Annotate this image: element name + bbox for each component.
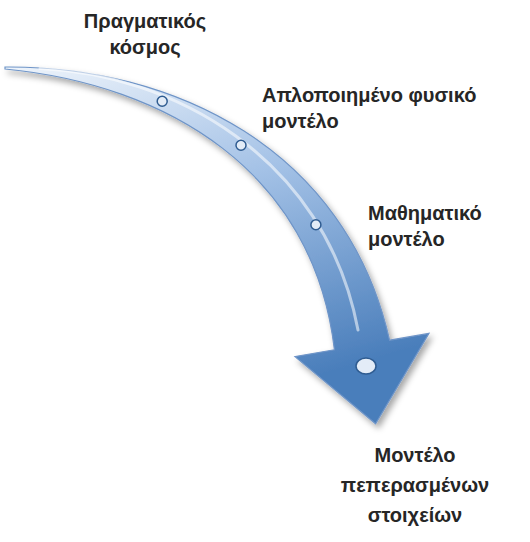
stage-label: Απλοποιημένο φυσικό μοντέλο bbox=[262, 82, 512, 134]
arrow-highlight bbox=[40, 69, 358, 331]
stage-label: Μαθηματικό μοντέλο bbox=[368, 200, 518, 252]
stage-label: Μοντέλο πεπερασμένων στοιχείων bbox=[325, 440, 505, 530]
stage-dot bbox=[236, 140, 246, 150]
stage-dot bbox=[157, 96, 167, 106]
stage-label: Πραγματικός κόσμος bbox=[70, 8, 220, 60]
stage-dot bbox=[356, 358, 376, 374]
stage-dot bbox=[311, 220, 321, 230]
curved-arrow bbox=[5, 67, 429, 424]
